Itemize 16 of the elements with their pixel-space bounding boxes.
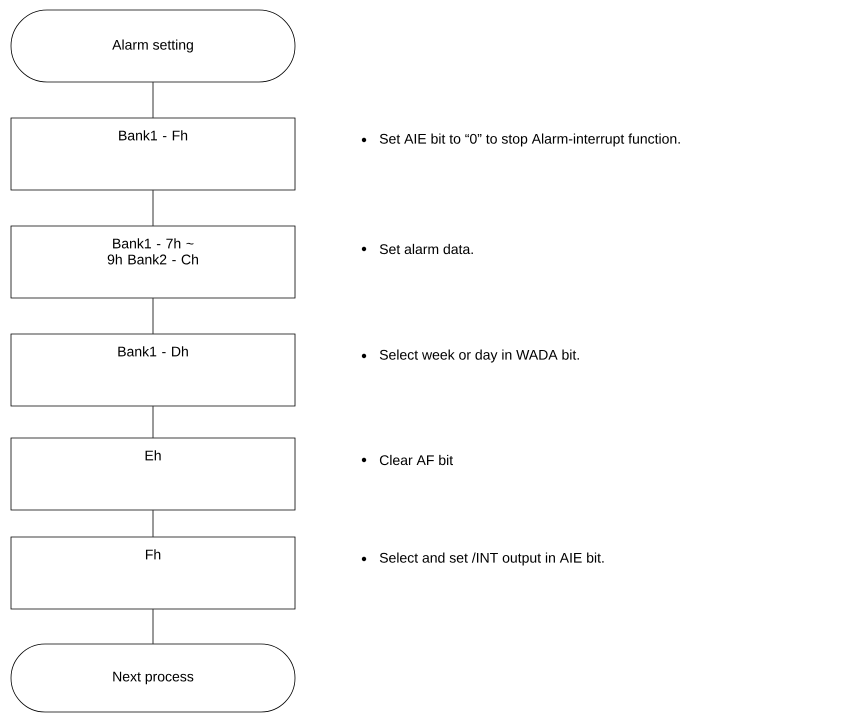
connector-line xyxy=(152,82,154,118)
process-box: Eh xyxy=(10,438,296,510)
connector-line xyxy=(152,510,154,537)
note-text: Select week or day in WADA bit. xyxy=(380,349,579,363)
connector-line xyxy=(152,406,154,438)
note-text: Set AIE bit to “0” to stop Alarm-interrupt function. xyxy=(380,133,680,147)
note-text: Set alarm data. xyxy=(380,244,473,254)
process-box: Bank1 - Dh xyxy=(10,334,296,406)
note-text: Select and set /INT output in AIE bit. xyxy=(380,552,604,566)
note-text: Clear AF bit xyxy=(380,454,453,466)
process-box: Bank1 - 7h ~ 9h Bank2 - Ch xyxy=(10,226,296,298)
connector-line xyxy=(152,298,154,334)
process-box: Bank1 - Fh xyxy=(10,118,296,190)
connector-line xyxy=(152,609,154,644)
connector-line xyxy=(152,190,154,226)
process-box: Fh xyxy=(10,536,296,610)
